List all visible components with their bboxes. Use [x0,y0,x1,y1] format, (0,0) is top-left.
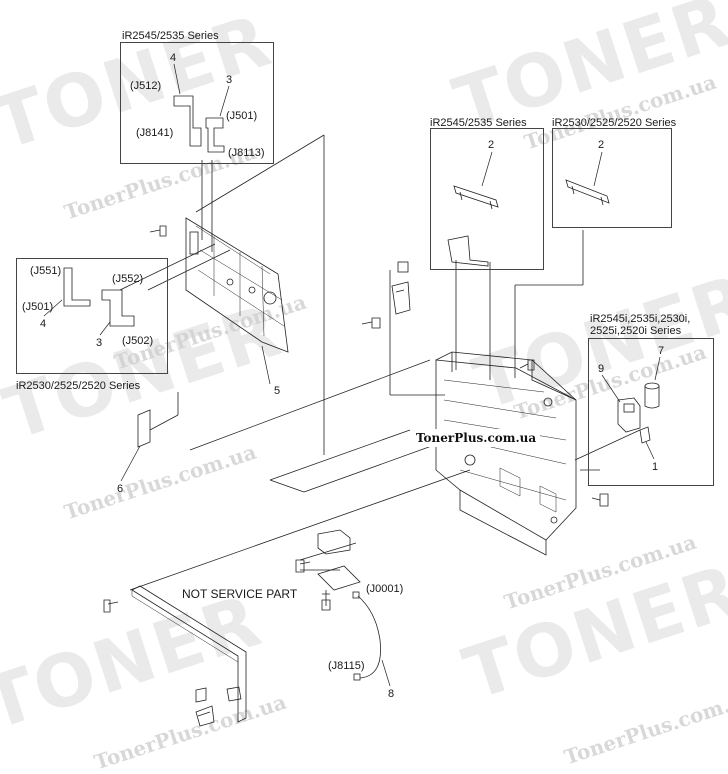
group-box-right [588,338,714,486]
callout-number: 8 [388,688,395,700]
connector-label: (J501) [226,110,258,122]
group-box-mid-left [16,258,168,374]
part-1 [639,426,651,444]
not-service-part-note: NOT SERVICE PART [182,587,298,601]
connector-label: (J0001) [366,583,404,595]
connector-label: (J501) [22,301,54,313]
callout-number: 2 [598,139,605,151]
series-label: iR2530/2525/2520 Series [552,117,677,129]
callout-number: 9 [598,363,605,375]
connector-label: (J502) [122,335,154,347]
callout-number: 2 [488,139,495,151]
cable-4-left [63,267,91,307]
screw [519,359,535,371]
main-pcb [185,217,289,353]
callout-number: 1 [652,461,659,473]
bracket-mid-box [447,235,489,267]
part-9 [617,397,641,433]
pcb-connector [189,231,199,255]
callout-number: 3 [96,337,103,349]
leader-line [195,134,325,213]
screw [361,317,381,329]
line-art [63,95,660,727]
connector-label: (J8141) [136,127,174,139]
callout-number: 4 [40,318,47,330]
leader-line [269,429,411,481]
pcb-component [263,291,277,305]
callout-number: 7 [658,345,665,357]
series-label: iR2545/2535 Series [430,117,527,129]
part-2-right [565,179,610,204]
cable-3-top [205,117,225,153]
connector-label: (J8115) [328,660,365,672]
callout-number: 5 [274,385,281,397]
screw [321,590,331,611]
group-box-top-left [120,42,274,164]
callout-number: 3 [226,74,233,86]
group-box-top-mid [430,128,544,270]
screw [295,559,311,573]
screw [103,599,119,613]
bracket-bottom [317,529,351,555]
part-2-mid [453,185,499,208]
cable-4-top [173,95,202,147]
callout-number: 4 [170,52,177,64]
bracket-left [391,281,411,315]
screw [591,493,609,507]
cable-3-left [101,289,135,327]
connector-label: (J551) [30,265,62,277]
group-box-top-right [552,128,672,228]
connector-label: (J8113) [228,147,265,159]
leader-line [299,542,357,561]
plate-6 [137,409,151,448]
bottom-plate [131,585,247,723]
series-label: 2525i,2520i Series [590,325,682,337]
callout-number: 6 [117,483,124,495]
clip-bottom [195,705,215,727]
series-label: iR2545/2535 Series [122,30,219,42]
screw [149,225,167,237]
connector-label: (J512) [130,80,162,92]
watermark-site-label: TonerPlus.com.ua [412,429,541,447]
callout-leaders [43,63,661,687]
main-frame [435,359,577,541]
series-label: iR2545i,2535i,2530i, [590,313,691,325]
connector-label: (J552) [112,273,144,285]
small-label [397,261,409,273]
leader-line [129,469,471,591]
not-service-board [317,565,361,591]
cable-8 [357,595,381,679]
series-label: iR2530/2525/2520 Series [16,380,141,392]
